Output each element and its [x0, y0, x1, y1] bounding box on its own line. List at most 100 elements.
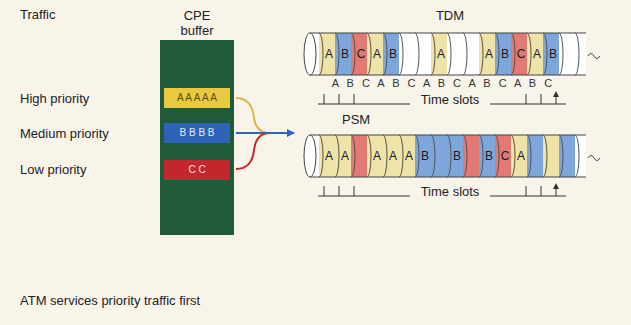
time-slot: [399, 33, 415, 75]
tube-outline: [310, 135, 586, 177]
slot-edge: [543, 33, 547, 75]
channel-heading: TDM: [300, 8, 600, 24]
tube-tilde: [588, 156, 600, 161]
time-slot: [383, 135, 399, 177]
time-slot: [399, 135, 415, 177]
slot-edge: [511, 33, 515, 75]
slot-letter: A: [373, 47, 381, 62]
slot-edge: [399, 135, 403, 177]
time-slot: [543, 33, 559, 75]
time-slot: [527, 33, 543, 75]
column-heading: Traffic: [20, 7, 55, 22]
slot-edge: [463, 33, 467, 75]
slot-edge: [351, 135, 355, 177]
slot-edge: [383, 33, 387, 75]
tube-body: [310, 33, 586, 75]
slot-letter: A: [533, 47, 541, 62]
band-letters: B B B B: [164, 123, 230, 143]
time-slot: [351, 33, 367, 75]
time-slot-ticks: [318, 94, 566, 196]
slot-edge: [431, 135, 435, 177]
time-slot: [543, 135, 559, 177]
slot-edge: [399, 33, 403, 75]
slot-letter: B: [501, 47, 509, 62]
merge-bracket: [236, 98, 270, 133]
time-slot: [367, 33, 383, 75]
slot-letter: B: [341, 47, 349, 62]
axis-label: Time slots: [421, 92, 480, 107]
slot-edge: [559, 135, 563, 177]
time-slot: [463, 33, 479, 75]
time-slot: [335, 135, 351, 177]
slot-edge: [383, 135, 387, 177]
slot-edge: [367, 135, 371, 177]
slot-edge: [527, 135, 531, 177]
slot-edge: [575, 135, 579, 177]
time-slot: [479, 135, 495, 177]
tube-tilde: [588, 54, 600, 59]
time-slot: [511, 33, 527, 75]
slot-edge: [367, 33, 371, 75]
slot-letter: A: [373, 149, 381, 164]
slot-letter: B: [389, 47, 397, 62]
time-slot: [447, 33, 463, 75]
slot-edge: [447, 135, 451, 177]
slot-edge: [351, 33, 355, 75]
slot-letter: A: [405, 149, 413, 164]
time-slot: [335, 33, 351, 75]
slot-letter: A: [485, 47, 493, 62]
priority-label: High priority: [20, 91, 89, 106]
time-slot: [495, 33, 511, 75]
slot-edge: [415, 33, 419, 75]
tube-end: [304, 33, 316, 75]
time-slot: [319, 33, 335, 75]
time-slot: [559, 135, 575, 177]
time-slot: [415, 33, 431, 75]
slot-edge: [511, 135, 515, 177]
time-slot: [495, 135, 511, 177]
priority-band: C C: [164, 160, 230, 180]
slot-edge: [479, 135, 483, 177]
time-slot: [431, 135, 447, 177]
axis-label: Time slots: [421, 184, 480, 199]
channel-tube: PSM: [300, 112, 600, 178]
slot-edge: [479, 33, 483, 75]
slot-letter: B: [453, 149, 461, 164]
slot-letter: A: [325, 149, 333, 164]
time-slot: [559, 33, 575, 75]
slot-edge: [335, 33, 339, 75]
slot-sequence: A B C A B C A B C A B C A B C: [332, 76, 552, 91]
band-letters: C C: [164, 160, 230, 180]
time-slot: [319, 135, 335, 177]
time-slot: [479, 33, 495, 75]
flow-arrow: [236, 132, 294, 134]
slot-letter: C: [357, 47, 366, 62]
slot-letter: A: [341, 149, 349, 164]
priority-band: A A A A A: [164, 88, 230, 108]
slot-edge: [495, 33, 499, 75]
time-slot: [367, 135, 383, 177]
time-slot: [527, 135, 543, 177]
time-slot: [383, 33, 399, 75]
buffer-heading: CPE buffer: [171, 8, 223, 38]
time-slot: [463, 135, 479, 177]
slot-edge: [447, 33, 451, 75]
time-slot: [431, 33, 447, 75]
slot-edge: [575, 33, 579, 75]
slot-edge: [543, 135, 547, 177]
slot-letter: A: [389, 149, 397, 164]
slot-letter: A: [437, 47, 445, 62]
caption: ATM services priority traffic first: [20, 293, 200, 308]
slot-edge: [319, 33, 323, 75]
channel-heading: PSM: [300, 112, 600, 128]
slot-edge: [319, 135, 323, 177]
slot-edge: [431, 33, 435, 75]
slot-letter: B: [421, 149, 429, 164]
slot-edge: [463, 135, 467, 177]
tube-outline: [310, 33, 586, 75]
tube-body: [310, 135, 586, 177]
band-letters: A A A A A: [164, 88, 230, 108]
tube-end: [304, 135, 316, 177]
time-slot: [511, 135, 527, 177]
